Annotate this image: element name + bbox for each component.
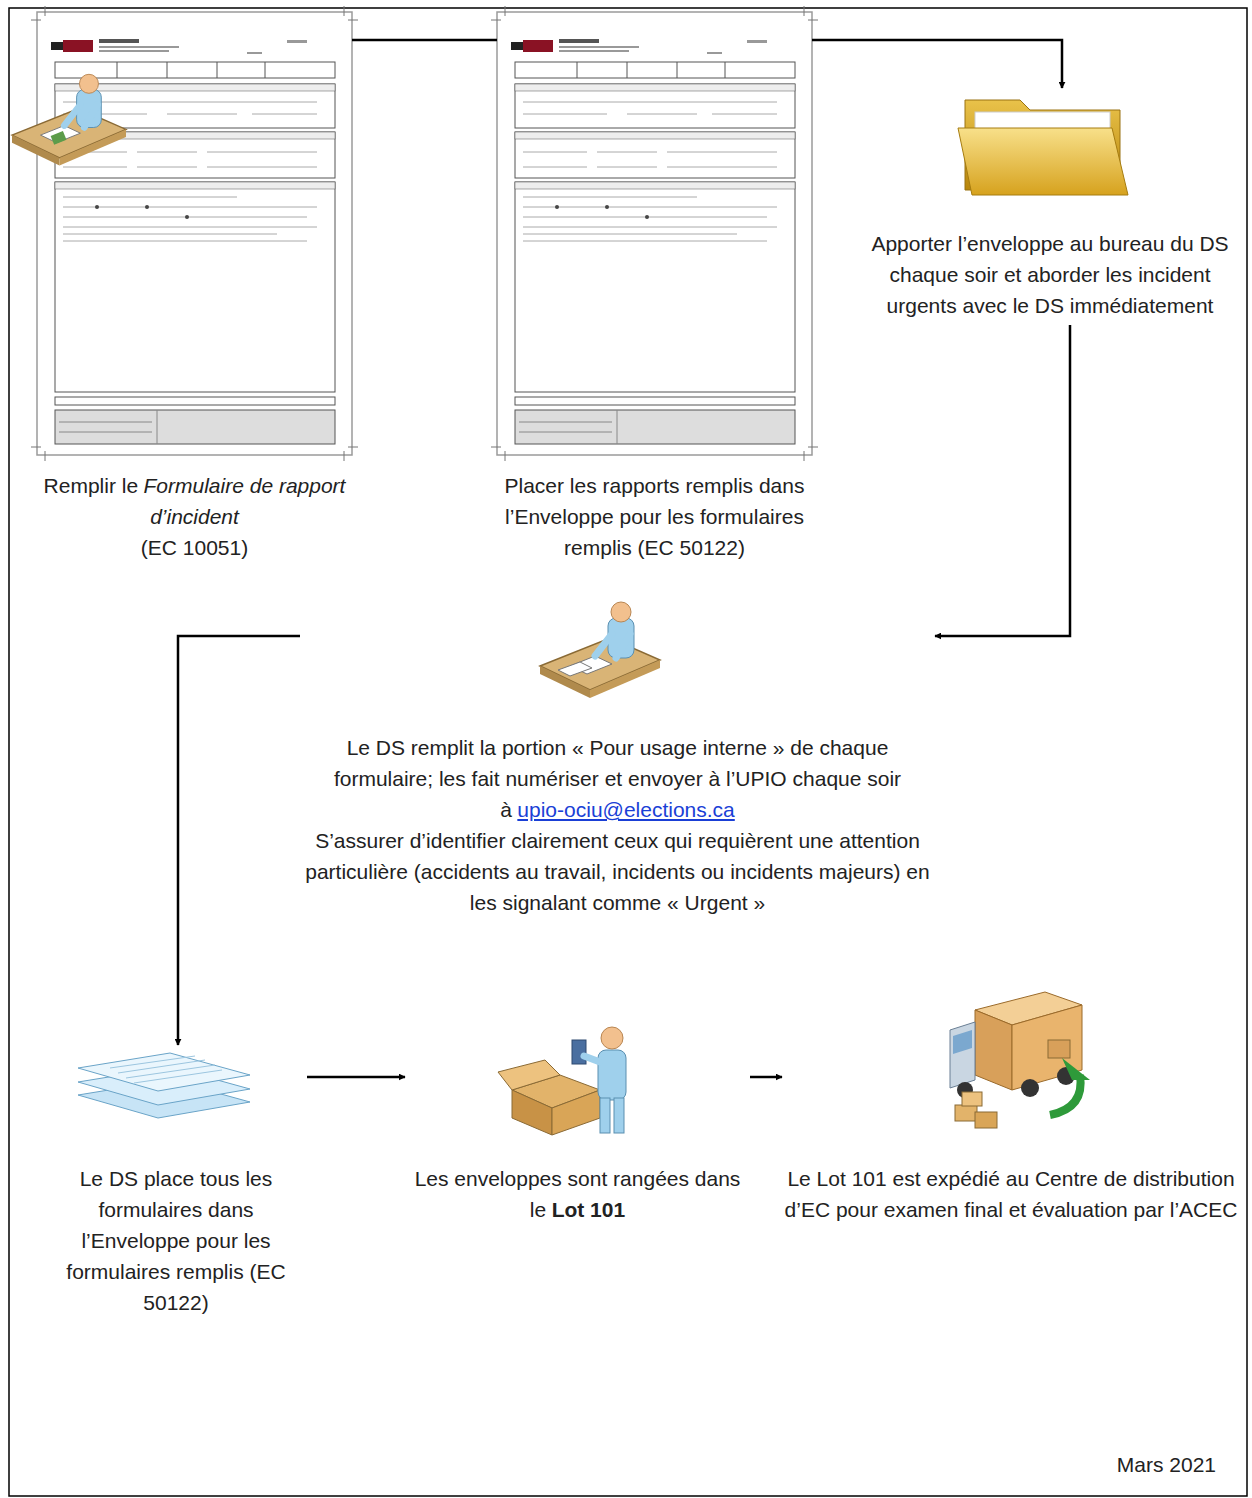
folder-icon <box>958 100 1128 195</box>
flow-arrow <box>935 325 1070 636</box>
date-note: Mars 2021 <box>1117 1451 1216 1479</box>
process-step: Le DS place tous les formulaires dans l’… <box>45 1045 307 1318</box>
step-text: Le Lot 101 est expédié au Centre de dist… <box>782 1163 1240 1225</box>
step-text: Apporter l’enveloppe au bureau du DS cha… <box>868 228 1232 321</box>
step-text: Placer les rapports remplis dans l’Envel… <box>497 470 812 563</box>
step-text: upio-ociu@elections.ca <box>517 798 734 821</box>
packing-person-icon <box>498 1027 626 1135</box>
flow-arrow <box>352 39 497 42</box>
step-text: S’assurer d’identifier clairement ceux q… <box>300 825 935 918</box>
step-text: Le DS place tous les formulaires dans l’… <box>45 1163 307 1318</box>
step-text: Formulaire de rapport d’incident <box>144 474 346 528</box>
paper-stack-icon <box>78 1053 250 1118</box>
flow-arrow <box>178 636 300 1045</box>
flow-arrow <box>750 1076 782 1079</box>
person-at-desk-icon <box>540 602 660 698</box>
process-step: Placer les rapports remplis dans l’Envel… <box>497 12 812 563</box>
process-step: Le Lot 101 est expédié au Centre de dist… <box>782 990 1240 1225</box>
process-step: Le DS remplit la portion « Pour usage in… <box>300 594 935 918</box>
incident-form-icon <box>31 6 358 461</box>
connectors <box>178 40 1070 1077</box>
process-step: Remplir leFormulaire de rapport d’incide… <box>37 12 352 563</box>
process-step: Apporter l’enveloppe au bureau du DS cha… <box>868 88 1232 321</box>
person-at-desk-icon <box>12 74 126 165</box>
flow-arrow <box>812 40 1062 88</box>
flow-arrow <box>307 1076 405 1079</box>
delivery-truck-icon <box>950 992 1090 1128</box>
incident-form-icon <box>491 6 818 461</box>
step-text: Remplir le <box>44 474 139 497</box>
step-text: (EC 10051) <box>37 532 352 563</box>
process-step: Les enveloppes sont rangées dans leLot 1… <box>405 1022 750 1225</box>
step-text: Lot 101 <box>552 1198 626 1221</box>
